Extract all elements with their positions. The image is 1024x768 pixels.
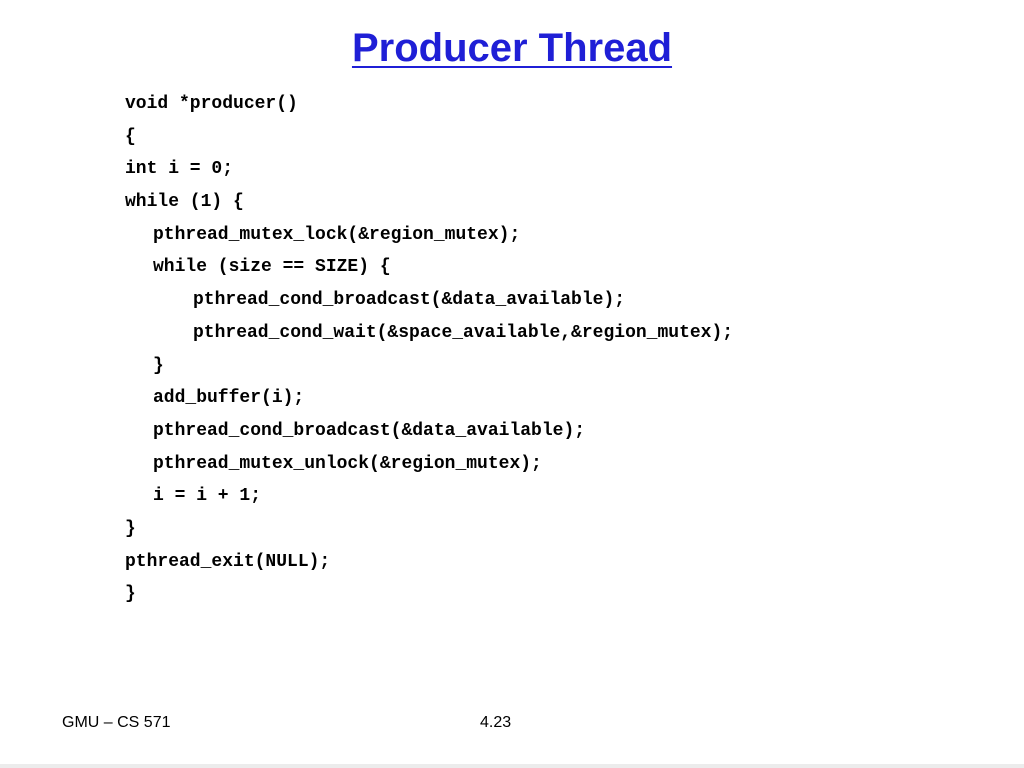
code-line-4: while (1) { [125, 192, 244, 213]
code-line-10: add_buffer(i); [153, 388, 305, 409]
slide-title: Producer Thread [351, 26, 673, 70]
code-line-13: i = i + 1; [153, 486, 262, 507]
code-line-5: pthread_mutex_lock(&region_mutex); [153, 224, 521, 245]
code-line-12: pthread_mutex_unlock(&region_mutex); [153, 453, 542, 474]
code-line-1: void *producer() [125, 94, 298, 114]
code-line-6: while (size == SIZE) { [153, 257, 391, 278]
code-block: void *producer() { int i = 0; while (1) … [125, 88, 995, 611]
footer-course: GMU – CS 571 [62, 714, 171, 731]
code-line-3: int i = 0; [125, 159, 234, 180]
code-line-14: } [125, 518, 136, 539]
code-line-9: } [153, 355, 164, 376]
code-line-7: pthread_cond_broadcast(&data_available); [193, 290, 626, 311]
bottom-divider [0, 764, 1024, 768]
code-line-8: pthread_cond_wait(&space_available,&regi… [193, 322, 734, 343]
code-line-15: pthread_exit(NULL); [125, 551, 331, 572]
code-line-16: } [125, 584, 136, 605]
code-line-11: pthread_cond_broadcast(&data_available); [153, 420, 586, 441]
footer-page-number: 4.23 [480, 714, 512, 731]
code-line-2: { [125, 126, 136, 147]
